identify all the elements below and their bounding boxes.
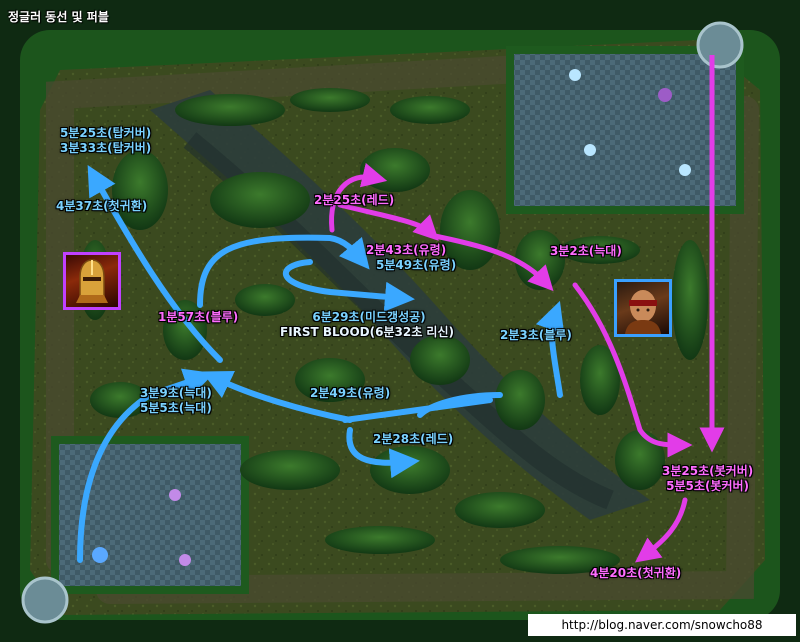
label-wolf-3-2: 3분2초(늑대)	[550, 244, 622, 258]
label-top-cover-3-33: 3분33초(탑커버)	[60, 141, 152, 155]
label-blue-1-57: 1분57초(블루)	[158, 310, 239, 324]
top-cover-labels: 5분25초(탑커버) 3분33초(탑커버)	[60, 126, 151, 156]
label-red-2-25: 2분25초(레드)	[314, 193, 395, 207]
top-right-base	[506, 21, 744, 214]
label-top-cover-5-25: 5분25초(탑커버)	[60, 126, 152, 140]
label-wraith-5-49: 5분49초(유령)	[376, 258, 457, 272]
label-bot-cover-3-25: 3분25초(봇커버)	[662, 464, 754, 478]
label-first-blood: FIRST BLOOD(6분32초 리신)	[280, 325, 454, 339]
right-champion-portrait	[614, 279, 672, 337]
label-wolf-3-9: 3분9초(늑대)	[140, 386, 212, 400]
label-wolf-5-5: 5분5초(늑대)	[140, 401, 212, 415]
map-title: 정글러 동선 및 퍼블	[8, 10, 109, 24]
wolf-labels: 3분9초(늑대) 5분5초(늑대)	[140, 386, 212, 416]
label-wraith-2-43: 2분43초(유령)	[366, 243, 447, 257]
label-first-back-4-37: 4분37초(첫귀환)	[56, 199, 148, 213]
pink-routes	[329, 162, 693, 563]
source-url: http://blog.naver.com/snowcho88	[528, 614, 796, 636]
blue-routes	[77, 164, 565, 563]
mid-gank-labels: 6분29초(미드갱성공) FIRST BLOOD(6분32초 리신)	[280, 310, 454, 340]
label-red-2-28: 2분28초(레드)	[373, 432, 454, 446]
label-blue-2-3: 2분3초(블루)	[500, 328, 572, 342]
label-first-back-4-20: 4분20초(첫귀환)	[590, 566, 682, 580]
bot-cover-labels: 3분25초(봇커버) 5분5초(봇커버)	[662, 464, 753, 494]
jungle-walls	[79, 88, 708, 574]
gold-helm-champion-icon	[76, 259, 108, 303]
bottom-left-base	[21, 436, 249, 624]
lanes	[46, 46, 759, 604]
label-bot-cover-5-5: 5분5초(봇커버)	[666, 479, 750, 493]
wraith-labels: 2분43초(유령) 5분49초(유령)	[366, 243, 456, 273]
left-champion-portrait	[63, 252, 121, 310]
label-mid-gank-6-29: 6분29초(미드갱성공)	[312, 310, 426, 324]
label-wraith-2-49: 2분49초(유령)	[310, 386, 391, 400]
lee-sin-champion-icon	[625, 290, 661, 334]
